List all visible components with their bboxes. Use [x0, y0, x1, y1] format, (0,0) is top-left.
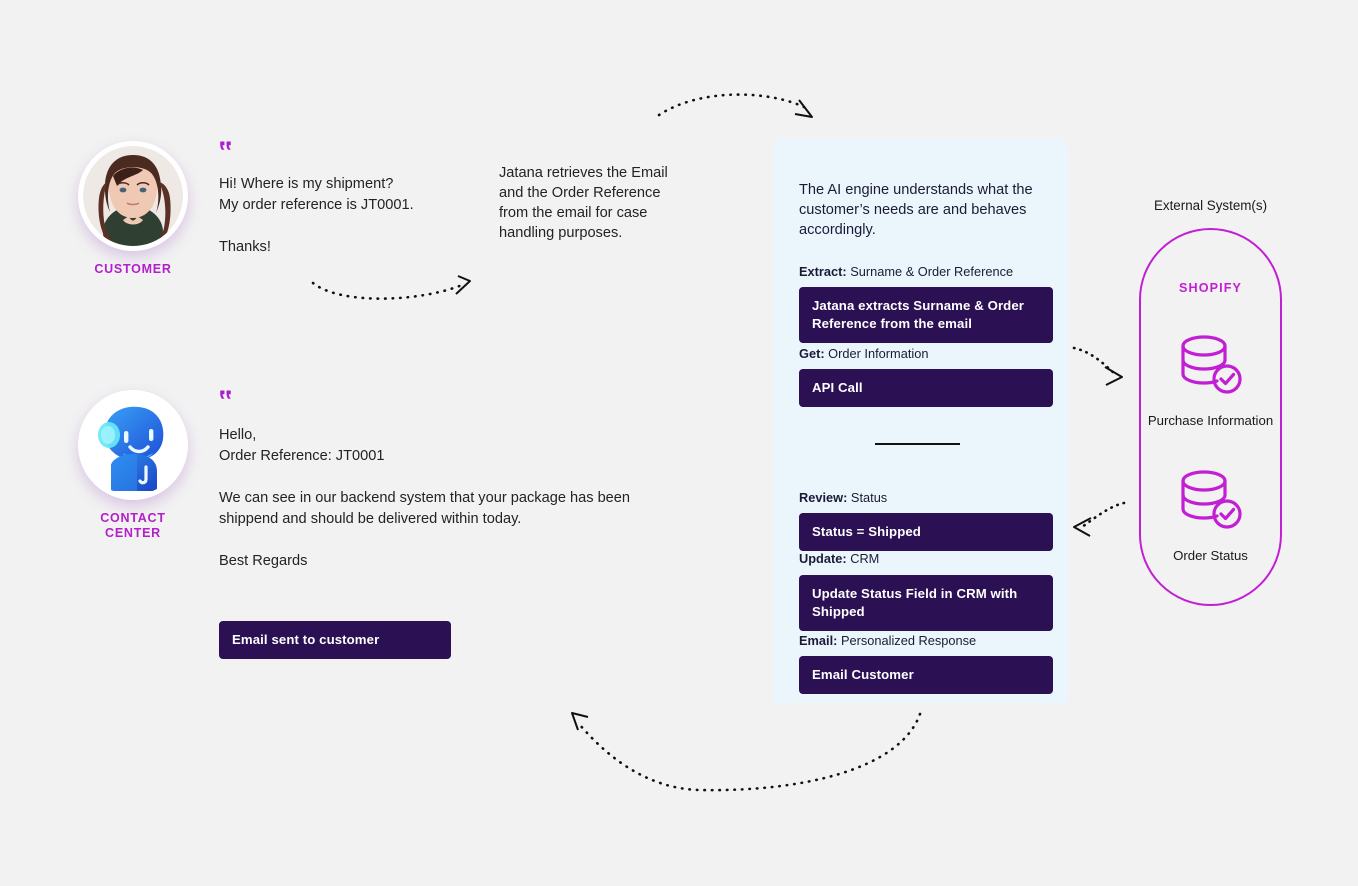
- panel-divider: [875, 443, 960, 445]
- quote-mark-icon: ”: [219, 385, 233, 418]
- arrow-panel-to-shopify: [1072, 346, 1123, 386]
- step-prefix-update: Update:: [799, 551, 847, 566]
- robot-mascot-illustration: [83, 395, 183, 495]
- step-prefix-review: Review:: [799, 490, 848, 505]
- customer-message: Hi! Where is my shipment? My order refer…: [219, 176, 414, 255]
- external-systems-label: External System(s): [1153, 198, 1268, 213]
- robot-mascot-avatar: [83, 395, 183, 495]
- step-suffix-update: CRM: [846, 551, 880, 566]
- action-api-call[interactable]: API Call: [799, 369, 1053, 407]
- arrow-customer-to-panel: [657, 93, 813, 118]
- customer-avatar: [78, 141, 188, 251]
- step-label-email: Email: Personalized Response: [799, 633, 976, 649]
- customer-actor: CUSTOMER: [43, 141, 223, 277]
- external-systems-capsule: [1139, 228, 1282, 606]
- database-check-icon: [1180, 335, 1242, 394]
- step-suffix-email: Personalized Response: [837, 633, 977, 648]
- action-update-crm-status[interactable]: Update Status Field in CRM with Shipped: [799, 575, 1053, 631]
- arrow-customer-message-to-note: [311, 275, 471, 300]
- action-extract-surname-order-reference[interactable]: Jatana extracts Surname & Order Referenc…: [799, 287, 1053, 343]
- shopify-title: SHOPIFY: [1179, 281, 1242, 295]
- customer-photo-avatar: [83, 146, 183, 246]
- customer-photo-illustration: [83, 146, 183, 246]
- external-system-caption: Purchase Information: [1147, 413, 1274, 428]
- step-suffix-get: Order Information: [824, 346, 929, 361]
- external-system-caption: Order Status: [1173, 548, 1248, 563]
- step-suffix-extract: Surname & Order Reference: [846, 264, 1014, 279]
- step-suffix-review: Status: [847, 490, 888, 505]
- external-system-order-status[interactable]: Order Status: [1139, 465, 1282, 564]
- step-prefix-get: Get:: [799, 346, 825, 361]
- customer-actor-label: CUSTOMER: [94, 262, 172, 276]
- arrow-shopify-to-panel: [1073, 501, 1126, 537]
- action-status-shipped[interactable]: Status = Shipped: [799, 513, 1053, 551]
- arrow-panel-to-contact-center: [571, 712, 922, 792]
- retrieval-note: Jatana retrieves the Email and the Order…: [499, 165, 668, 241]
- external-system-purchase-information[interactable]: Purchase Information: [1139, 330, 1282, 429]
- step-label-review: Review: Status: [799, 490, 887, 506]
- step-label-extract: Extract: Surname & Order Reference: [799, 264, 1013, 280]
- action-email-customer[interactable]: Email Customer: [799, 656, 1053, 694]
- step-label-update: Update: CRM: [799, 551, 879, 567]
- ai-panel-intro: The AI engine understands what the custo…: [799, 182, 1033, 238]
- database-check-icon: [1180, 470, 1242, 529]
- step-prefix-extract: Extract:: [799, 264, 847, 279]
- contact-center-avatar: [78, 390, 188, 500]
- step-prefix-email: Email:: [799, 633, 838, 648]
- quote-mark-icon: ”: [219, 136, 233, 169]
- contact-center-actor: CONTACT CENTER: [43, 390, 223, 541]
- contact-center-actor-label: CONTACT CENTER: [100, 511, 166, 540]
- contact-center-message: Hello, Order Reference: JT0001 We can se…: [219, 427, 631, 569]
- step-label-get: Get: Order Information: [799, 346, 928, 362]
- ai-engine-panel: The AI engine understands what the custo…: [773, 138, 1068, 703]
- email-sent-badge: Email sent to customer: [219, 621, 451, 659]
